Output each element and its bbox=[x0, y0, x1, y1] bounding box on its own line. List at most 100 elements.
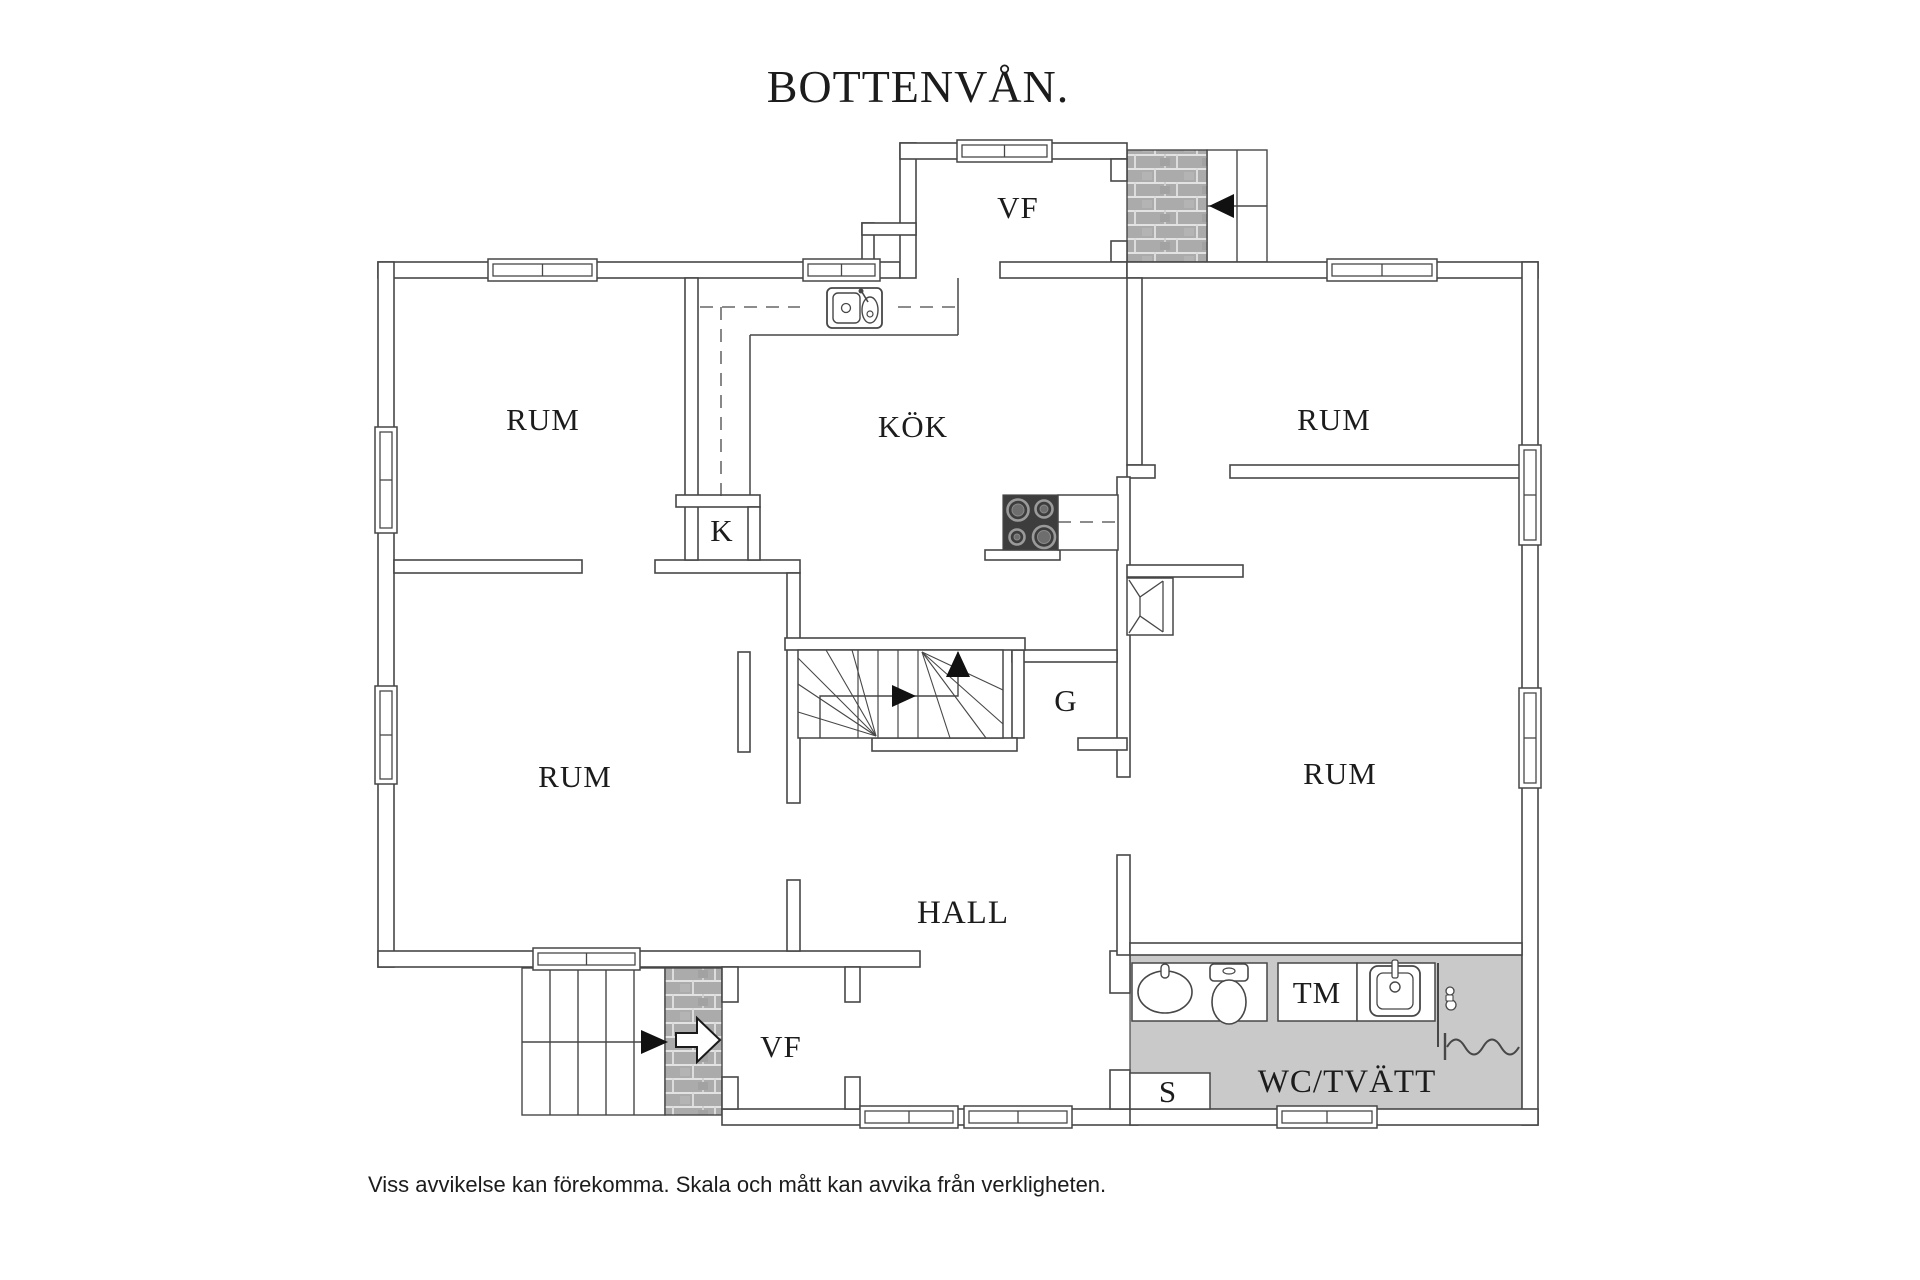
mixer-top bbox=[1445, 986, 1455, 996]
wall-segment bbox=[784, 637, 1026, 651]
plan-rect bbox=[1391, 959, 1399, 979]
entry-door-arrow-icon bbox=[675, 1015, 722, 1065]
wall-segment bbox=[999, 261, 1128, 279]
room-label-kok: KÖK bbox=[878, 409, 948, 444]
stair-arrow-right-icon bbox=[892, 685, 916, 707]
stair-arrow-up-icon bbox=[946, 651, 970, 677]
sink-drain bbox=[840, 302, 852, 314]
plan-line bbox=[851, 649, 877, 737]
plan-rect bbox=[1160, 963, 1170, 979]
window bbox=[1276, 1105, 1378, 1129]
chimney-icon bbox=[1126, 577, 1174, 636]
kitchen-sink-icon bbox=[826, 287, 883, 329]
burner bbox=[1031, 524, 1057, 550]
room-label-rum-bottom-right: RUM bbox=[1303, 756, 1377, 791]
plan-line bbox=[1128, 579, 1141, 598]
wall-segment bbox=[1011, 649, 1118, 663]
plan-line bbox=[1128, 615, 1141, 634]
wall-segment bbox=[899, 142, 917, 279]
faucet bbox=[1389, 981, 1401, 993]
plan-rect bbox=[1445, 994, 1454, 1002]
wall-segment bbox=[871, 737, 1018, 752]
direction-arrows bbox=[641, 194, 1234, 1065]
room-label-rum-top-left: RUM bbox=[506, 402, 580, 437]
window bbox=[956, 139, 1053, 163]
window bbox=[859, 1105, 959, 1129]
wall-segment bbox=[1129, 942, 1523, 956]
wall-segment bbox=[861, 222, 917, 236]
plan-line bbox=[797, 683, 877, 737]
plan-rect bbox=[1209, 963, 1249, 982]
plan-line bbox=[921, 651, 987, 739]
entry-arrow-bottom-icon bbox=[641, 1030, 668, 1054]
window bbox=[532, 947, 641, 971]
wall-segment bbox=[393, 559, 583, 574]
bowl bbox=[1211, 979, 1247, 1025]
disclaimer-text: Viss avvikelse kan förekomma. Skala och … bbox=[368, 1172, 1106, 1197]
wall-segment bbox=[1109, 950, 1131, 994]
laundry-sink-icon bbox=[1369, 959, 1421, 1017]
wall-segment bbox=[1110, 240, 1128, 263]
wall-segment bbox=[1109, 1069, 1131, 1110]
burner-center bbox=[1013, 533, 1021, 541]
room-label-rum-top-right: RUM bbox=[1297, 402, 1371, 437]
room-label-wc-tvatt: WC/TVÄTT bbox=[1258, 1064, 1436, 1100]
wall-segment bbox=[377, 261, 395, 968]
plan-line bbox=[1139, 615, 1164, 633]
washing-machine-box bbox=[1277, 962, 1358, 1022]
burner bbox=[1034, 499, 1054, 519]
room-label-k: K bbox=[710, 513, 733, 548]
wall-segment bbox=[747, 506, 761, 561]
toilet-icon bbox=[1209, 963, 1249, 1025]
wall-segment bbox=[1116, 854, 1131, 956]
flush-button bbox=[1222, 967, 1236, 975]
wall-segment bbox=[675, 494, 761, 508]
wall-segment bbox=[1110, 158, 1128, 182]
wall-segment bbox=[721, 966, 739, 1003]
window bbox=[1518, 444, 1542, 546]
burner bbox=[1006, 498, 1030, 522]
room-label-g: G bbox=[1054, 683, 1077, 718]
burner-center bbox=[1039, 504, 1049, 514]
burner bbox=[1008, 528, 1026, 546]
wall-segment bbox=[786, 879, 801, 952]
wall-segment bbox=[844, 966, 861, 1003]
window bbox=[1326, 258, 1438, 282]
room-label-rum-bottom-left: RUM bbox=[538, 759, 612, 794]
wall-segment bbox=[1126, 564, 1244, 578]
window bbox=[487, 258, 598, 282]
window bbox=[802, 258, 881, 282]
plan-line bbox=[921, 651, 1004, 725]
wall-segment bbox=[684, 277, 699, 561]
window bbox=[374, 685, 398, 785]
sink-drain bbox=[866, 310, 874, 318]
room-label-tm: TM bbox=[1293, 975, 1342, 1010]
wall-segment bbox=[654, 559, 801, 574]
window bbox=[1518, 687, 1542, 789]
plan-line bbox=[861, 291, 869, 303]
shower-curtain-icon bbox=[1446, 1038, 1520, 1056]
wall-segment bbox=[844, 1076, 861, 1110]
wall-segment bbox=[737, 651, 751, 753]
page-title: BOTTENVÅN. bbox=[767, 61, 1070, 112]
wall-segment bbox=[984, 549, 1061, 561]
room-label-s: S bbox=[1159, 1074, 1177, 1109]
wall-segment bbox=[1126, 277, 1143, 466]
wall-segment bbox=[1011, 649, 1025, 739]
washbasin-icon bbox=[1137, 963, 1193, 1014]
burner-center bbox=[1011, 503, 1025, 517]
wall-segment bbox=[377, 950, 921, 968]
plan-line bbox=[1139, 580, 1164, 598]
window bbox=[374, 426, 398, 534]
cleaning-closet-box bbox=[1129, 1072, 1211, 1110]
top-entry-brick-landing bbox=[1126, 149, 1208, 263]
fixtures bbox=[700, 278, 1520, 1110]
wall-segment bbox=[1229, 464, 1523, 479]
shower-mixer-icon bbox=[1445, 986, 1457, 1011]
burner-center bbox=[1037, 530, 1051, 544]
wall-segment bbox=[1077, 737, 1128, 751]
wall-segment bbox=[1126, 464, 1156, 479]
room-label-vf-bottom: VF bbox=[760, 1029, 802, 1064]
plan-line bbox=[797, 711, 877, 737]
